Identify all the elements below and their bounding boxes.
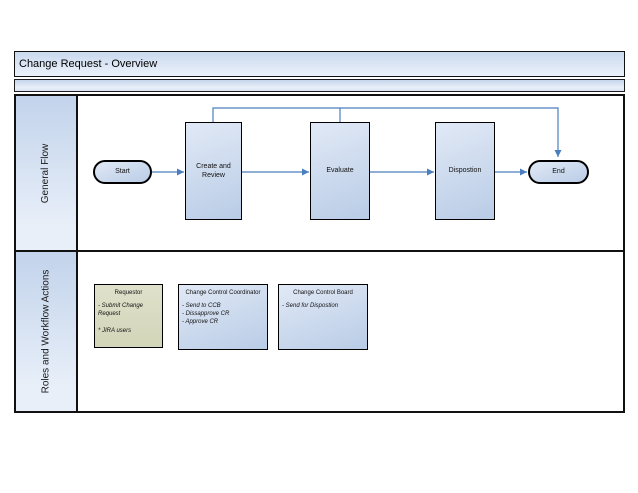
role-box-change-control-coordinator-line: - Approve CR: [182, 319, 219, 326]
flow-node-create-and-review: Create and Review: [185, 122, 242, 220]
header-strip: [14, 79, 625, 92]
diagram-title-bar: Change Request - Overview: [14, 51, 625, 77]
lane-roles-workflow-actions: Roles and Workflow Actions: [16, 252, 623, 411]
flow-node-end-label: End: [552, 168, 565, 176]
role-box-change-control-board-line: - Send for Dispostion: [282, 303, 339, 309]
flow-node-disposition-label: Dispostion: [448, 167, 482, 175]
flow-node-evaluate-label: Evaluate: [326, 167, 354, 175]
lane-general-flow: General Flow: [16, 96, 623, 252]
lane-label-roles-workflow-actions: Roles and Workflow Actions: [16, 252, 78, 411]
flow-node-disposition: Dispostion: [435, 122, 495, 220]
role-box-requestor: Requestor - Submit Change Request * JIRA…: [94, 284, 163, 348]
role-box-change-control-coordinator-line: - Dissapprove CR: [182, 311, 230, 318]
role-box-change-control-board: Change Control Board - Send for Disposti…: [278, 284, 368, 350]
flow-node-evaluate: Evaluate: [310, 122, 370, 220]
role-box-change-control-coordinator-line: - Send to CCB: [182, 303, 221, 309]
role-box-change-control-coordinator: Change Control Coordinator - Send to CCB…: [178, 284, 268, 350]
flow-node-create-and-review-label: Create and Review: [196, 162, 231, 179]
role-box-change-control-board-title: Change Control Board: [293, 290, 353, 296]
role-box-change-control-coordinator-title: Change Control Coordinator: [185, 290, 261, 296]
lane-label-roles-workflow-actions-text: Roles and Workflow Actions: [40, 269, 52, 394]
flow-node-start-label: Start: [115, 168, 130, 176]
lane-label-general-flow-text: General Flow: [40, 143, 52, 203]
lane-label-general-flow: General Flow: [16, 96, 78, 250]
role-box-requestor-line: - Submit Change Request: [98, 303, 144, 318]
flow-node-start: Start: [93, 160, 152, 184]
flow-node-end: End: [528, 160, 589, 184]
role-box-requestor-title: Requestor: [114, 290, 143, 296]
role-box-requestor-line: * JIRA users: [98, 328, 132, 335]
diagram-title: Change Request - Overview: [19, 58, 158, 70]
